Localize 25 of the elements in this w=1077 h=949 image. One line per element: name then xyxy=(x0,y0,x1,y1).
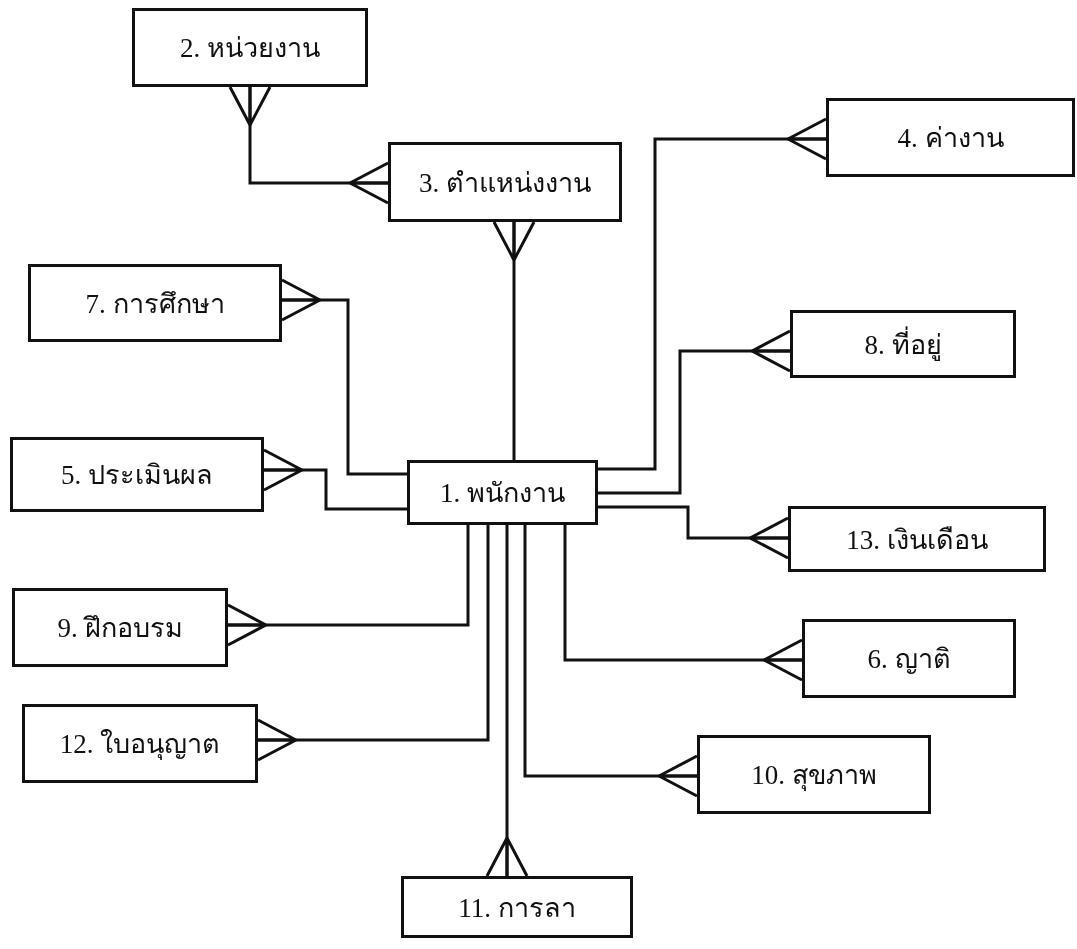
entity-box: 2. หน่วยงาน xyxy=(132,8,368,87)
entity-box: 9. ฝึกอบรม xyxy=(12,588,228,667)
entity-box: 13. เงินเดือน xyxy=(788,506,1046,572)
relationship-line xyxy=(598,117,828,471)
entity-box: 1. พนักงาน xyxy=(407,460,598,525)
entity-box: 10. สุขภาพ xyxy=(697,735,931,814)
entity-box: 6. ญาติ xyxy=(802,619,1016,698)
relationship-line xyxy=(280,278,407,476)
entity-box: 3. ตำแหน่งงาน xyxy=(388,142,622,222)
relationship-line xyxy=(262,448,407,511)
entity-box: 11. การลา xyxy=(401,876,633,938)
relationship-line xyxy=(523,525,699,798)
relationship-line xyxy=(256,525,490,762)
relationship-line xyxy=(598,505,790,560)
relationship-line xyxy=(226,525,470,647)
relationship-line xyxy=(228,85,390,205)
relationship-line xyxy=(563,525,804,682)
entity-box: 12. ใบอนุญาต xyxy=(22,704,258,783)
entity-box: 7. การศึกษา xyxy=(28,264,282,342)
entity-box: 4. ค่างาน xyxy=(826,98,1075,177)
entity-box: 8. ที่อยู่ xyxy=(790,310,1016,378)
relationship-line xyxy=(492,220,536,460)
relationship-line xyxy=(598,329,792,495)
relationship-line xyxy=(485,525,529,878)
entity-box: 5. ประเมินผล xyxy=(10,437,264,512)
